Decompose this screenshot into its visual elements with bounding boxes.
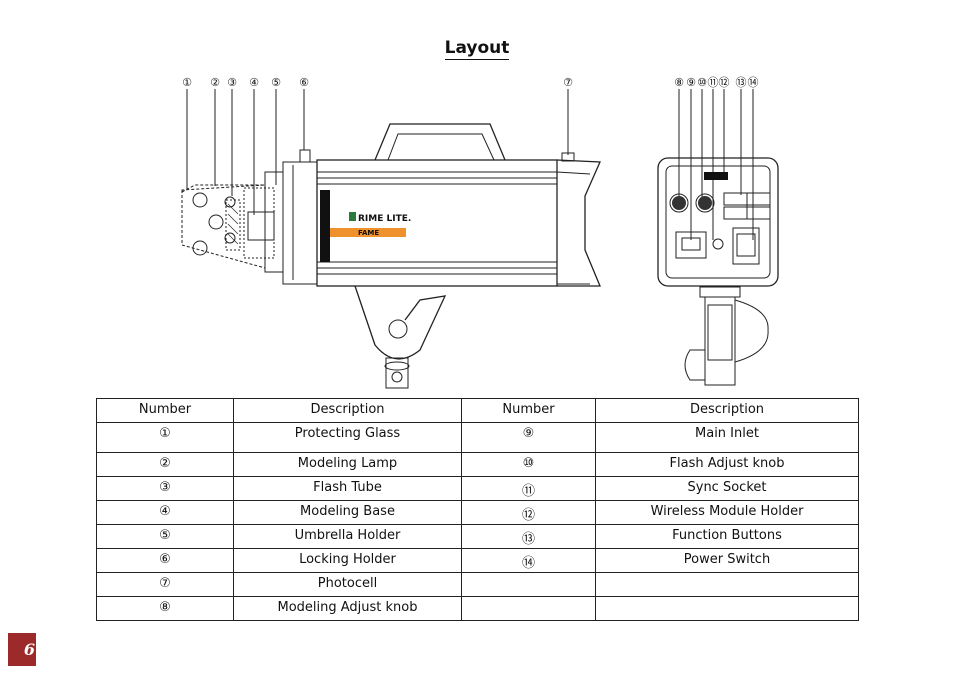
callout-1: ① bbox=[182, 76, 192, 89]
callout-9: ⑨ bbox=[686, 76, 696, 89]
callout-10: ⑩ bbox=[697, 76, 707, 89]
table-header-row: Number Description Number Description bbox=[96, 398, 859, 423]
table-cell bbox=[595, 596, 859, 621]
table-cell bbox=[461, 572, 596, 597]
table-cell: Flash Adjust knob bbox=[595, 452, 859, 477]
callout-5: ⑤ bbox=[271, 76, 281, 89]
callout-2: ② bbox=[210, 76, 220, 89]
model-label-text: FAME bbox=[358, 229, 379, 237]
table-cell: ⑧ bbox=[96, 596, 234, 621]
table-cell: ⑦ bbox=[96, 572, 234, 597]
table-cell: ⑭ bbox=[461, 548, 596, 573]
table-cell: Umbrella Holder bbox=[233, 524, 462, 549]
table-row: ④ Modeling Base ⑫ Wireless Module Holder bbox=[96, 500, 859, 525]
table-row: ② Modeling Lamp ⑩ Flash Adjust knob bbox=[96, 452, 859, 477]
table-cell: Locking Holder bbox=[233, 548, 462, 573]
callout-4: ④ bbox=[249, 76, 259, 89]
table-cell: ⑪ bbox=[461, 476, 596, 501]
table-cell: Flash Tube bbox=[233, 476, 462, 501]
parts-table: Number Description Number Description ① … bbox=[96, 398, 859, 621]
table-row: ⑧ Modeling Adjust knob bbox=[96, 596, 859, 621]
table-cell: Protecting Glass bbox=[233, 422, 462, 453]
table-cell: ① bbox=[96, 422, 234, 453]
callout-13: ⑬ bbox=[735, 76, 747, 89]
table-cell: ⑤ bbox=[96, 524, 234, 549]
page-title: Layout bbox=[444, 38, 510, 60]
callout-7: ⑦ bbox=[563, 76, 573, 89]
table-cell: ⑬ bbox=[461, 524, 596, 549]
callout-6: ⑥ bbox=[299, 76, 309, 89]
table-cell: ② bbox=[96, 452, 234, 477]
table-cell: Photocell bbox=[233, 572, 462, 597]
table-row: ① Protecting Glass ⑨ Main Inlet bbox=[96, 422, 859, 453]
table-cell: ⑨ bbox=[461, 422, 596, 453]
callout-8: ⑧ bbox=[674, 76, 684, 89]
table-cell: Sync Socket bbox=[595, 476, 859, 501]
callout-11: ⑪ bbox=[707, 76, 719, 89]
header-number-1: Number bbox=[96, 398, 234, 423]
table-cell: ⑥ bbox=[96, 548, 234, 573]
table-cell: Modeling Adjust knob bbox=[233, 596, 462, 621]
table-row: ③ Flash Tube ⑪ Sync Socket bbox=[96, 476, 859, 501]
header-description-2: Description bbox=[595, 398, 859, 423]
callout-12: ⑫ bbox=[718, 76, 730, 89]
table-cell: ⑫ bbox=[461, 500, 596, 525]
table-cell bbox=[595, 572, 859, 597]
table-cell: ④ bbox=[96, 500, 234, 525]
model-label-bar bbox=[330, 228, 406, 237]
table-cell: Function Buttons bbox=[595, 524, 859, 549]
flash-unit-diagram: RIME LITE. FAME bbox=[181, 89, 779, 389]
table-row: ⑤ Umbrella Holder ⑬ Function Buttons bbox=[96, 524, 859, 549]
callout-14: ⑭ bbox=[747, 76, 759, 89]
table-cell: ⑩ bbox=[461, 452, 596, 477]
header-number-2: Number bbox=[461, 398, 596, 423]
table-cell bbox=[461, 596, 596, 621]
callout-3: ③ bbox=[227, 76, 237, 89]
table-cell: Power Switch bbox=[595, 548, 859, 573]
table-row: ⑦ Photocell bbox=[96, 572, 859, 597]
page-number-badge: 6 bbox=[8, 633, 36, 666]
table-row: ⑥ Locking Holder ⑭ Power Switch bbox=[96, 548, 859, 573]
table-cell: Modeling Base bbox=[233, 500, 462, 525]
header-description-1: Description bbox=[233, 398, 462, 423]
table-cell: Wireless Module Holder bbox=[595, 500, 859, 525]
table-cell: Modeling Lamp bbox=[233, 452, 462, 477]
table-cell: Main Inlet bbox=[595, 422, 859, 453]
table-cell: ③ bbox=[96, 476, 234, 501]
brand-logo-text: RIME LITE. bbox=[358, 214, 411, 224]
